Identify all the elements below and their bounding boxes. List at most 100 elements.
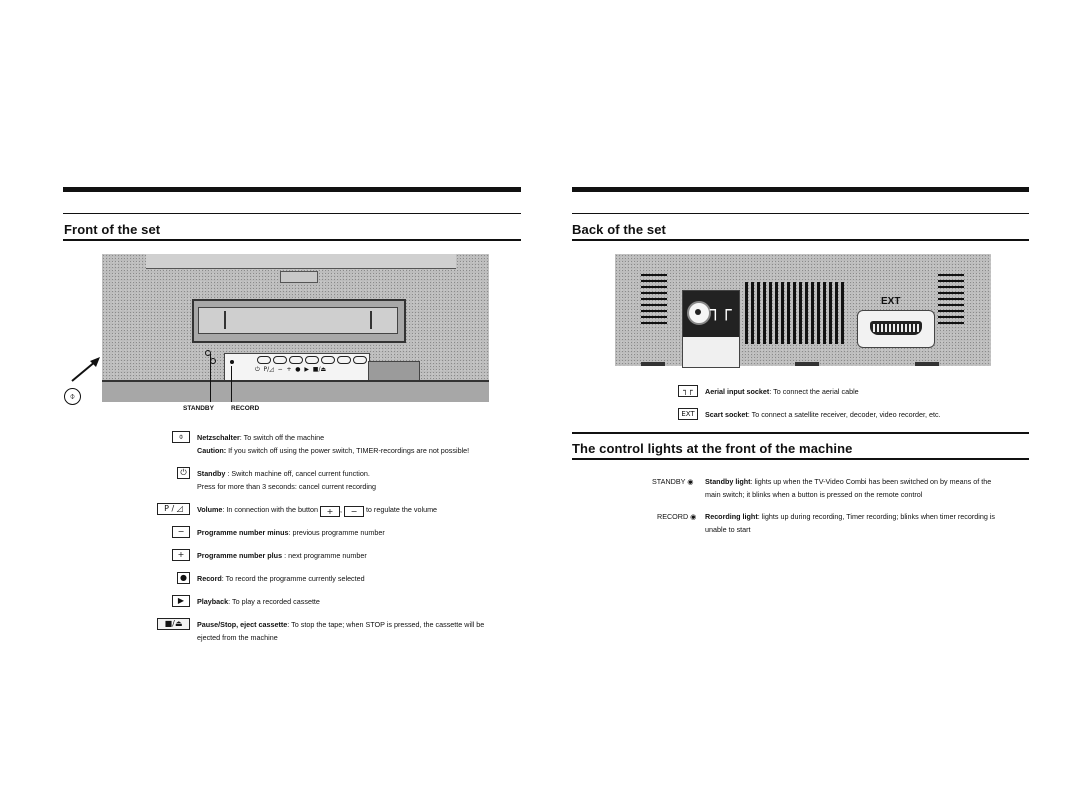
back-foot-1 xyxy=(641,362,665,366)
power-switch-symbol: ⌽ xyxy=(69,391,76,401)
standby-light-row-2: main switch; it blinks when a button is … xyxy=(705,490,923,499)
panel-button-labels: ⏻ P/◿ − + ● ▶ ■/⏏ xyxy=(255,366,327,373)
panel-button-1[interactable] xyxy=(257,356,271,364)
plus-key-icon: + xyxy=(172,549,190,561)
panel-button-5[interactable] xyxy=(321,356,335,364)
netzschalter-label: Netzschalter xyxy=(197,433,240,442)
aerial-panel: ┐┌ xyxy=(682,290,740,368)
prog-plus-label: Programme number plus xyxy=(197,551,283,560)
standby-led xyxy=(205,350,211,356)
lights-heading-rule-bottom xyxy=(572,458,1029,460)
stop-eject-row-2: ejected from the machine xyxy=(197,633,278,642)
front-heading-rule-bottom xyxy=(63,239,521,241)
prog-plus-row: Programme number plus : next programme n… xyxy=(197,550,367,562)
playback-label: Playback xyxy=(197,597,229,606)
stop-eject-text: : To stop the tape; when STOP is pressed… xyxy=(287,620,485,629)
scart-socket-icon[interactable] xyxy=(870,321,922,335)
prog-minus-label: Programme number minus xyxy=(197,528,289,537)
prog-minus-text: : previous programme number xyxy=(288,528,385,537)
aerial-socket-icon[interactable] xyxy=(687,301,711,325)
lights-title: The control lights at the front of the m… xyxy=(572,441,853,456)
scart-pins xyxy=(873,324,919,332)
back-title: Back of the set xyxy=(572,222,666,237)
record-label: RECORD xyxy=(231,405,260,412)
aerial-label: Aerial input socket xyxy=(705,387,770,396)
back-heading-rule-bottom xyxy=(572,239,1029,241)
aerial-row: Aerial input socket: To connect the aeri… xyxy=(705,386,859,398)
scart-panel xyxy=(857,310,935,348)
panel-button-2[interactable] xyxy=(273,356,287,364)
volume-key-icon: P / ◿ xyxy=(157,503,190,515)
volume-text-after: to regulate the volume xyxy=(365,505,438,514)
screen-edge xyxy=(146,254,456,269)
caution-label: Caution: xyxy=(197,446,227,455)
record-row: Record: To record the programme currentl… xyxy=(197,573,365,585)
panel-button-3[interactable] xyxy=(289,356,303,364)
panel-button-7[interactable] xyxy=(353,356,367,364)
scart-text: : To connect a satellite receiver, decod… xyxy=(747,410,941,419)
caution-row: Caution: If you switch off using the pow… xyxy=(197,445,469,457)
cassette-door xyxy=(198,307,398,334)
record-light-row-2: unable to start xyxy=(705,525,751,534)
panel-button-6[interactable] xyxy=(337,356,351,364)
front-side-panel xyxy=(368,361,420,381)
back-foot-2 xyxy=(795,362,819,366)
aerial-socket-core xyxy=(695,309,701,315)
record-key-icon: ● xyxy=(177,572,190,584)
panel-button-row xyxy=(257,356,367,364)
ext-key-icon: EXT xyxy=(678,408,698,420)
stop-eject-row: Pause/Stop, eject cassette: To stop the … xyxy=(197,619,484,631)
record-light-tag: RECORD ◉ xyxy=(657,512,697,521)
front-title: Front of the set xyxy=(64,222,161,237)
scart-row: Scart socket: To connect a satellite rec… xyxy=(705,409,941,421)
stop-eject-key-icon: ■/⏏ xyxy=(157,618,190,630)
standby-light-row: Standby light: lights up when the TV-Vid… xyxy=(705,476,991,488)
record-item-label: Record xyxy=(197,574,222,583)
minus-inline-icon: − xyxy=(343,506,364,517)
back-foot-3 xyxy=(915,362,939,366)
power-switch-arrow-icon xyxy=(71,357,100,382)
panel-button-4[interactable] xyxy=(305,356,319,364)
minus-key-icon: − xyxy=(172,526,190,538)
record-light-row: Recording light: lights up during record… xyxy=(705,511,995,523)
netzschalter-key-icon: ⌽ xyxy=(172,431,190,443)
netzschalter-text: : To switch off the machine xyxy=(239,433,325,442)
front-button-panel: ⏻ P/◿ − + ● ▶ ■/⏏ xyxy=(224,353,370,381)
back-device-image: ┐┌ EXT xyxy=(615,254,991,368)
aerial-key-icon: ┐┌ xyxy=(678,385,698,397)
volume-label: Volume xyxy=(197,505,223,514)
standby-row: Standby : Switch machine off, cancel cur… xyxy=(197,468,370,480)
playback-row: Playback: To play a recorded cassette xyxy=(197,596,320,608)
front-base xyxy=(102,380,489,402)
standby-light-text: : lights up when the TV-Video Combi has … xyxy=(750,477,992,486)
record-light-text: : lights up during recording, Timer reco… xyxy=(757,512,996,521)
prog-plus-text: : next programme number xyxy=(282,551,367,560)
standby-item-text: : Switch machine off, cancel current fun… xyxy=(225,469,370,478)
play-key-icon: ▶ xyxy=(172,595,190,607)
record-item-text: : To record the programme currently sele… xyxy=(221,574,365,583)
playback-text: : To play a recorded cassette xyxy=(228,597,320,606)
aerial-glyph-icon: ┐┌ xyxy=(710,300,732,321)
standby-key-icon: ⏻ xyxy=(177,467,190,479)
aerial-text: : To connect the aerial cable xyxy=(769,387,859,396)
record-pointer-line xyxy=(231,366,232,402)
ext-label: EXT xyxy=(881,296,901,307)
door-guide-right xyxy=(370,311,372,329)
front-heading-rule-top xyxy=(63,213,521,214)
standby-light-tag: STANDBY ◉ xyxy=(652,477,694,486)
standby-row-2: Press for more than 3 seconds: cancel cu… xyxy=(197,482,376,491)
plus-inline-icon: + xyxy=(319,506,340,517)
standby-label: STANDBY xyxy=(183,405,214,412)
door-guide-left xyxy=(224,311,226,329)
power-switch-circle-icon: ⌽ xyxy=(64,388,81,405)
top-rule-left xyxy=(63,187,521,192)
standby-light-label: Standby light xyxy=(705,477,751,486)
panel-indicator-dot xyxy=(230,360,234,364)
volume-row: Volume: In connection with the button +,… xyxy=(197,504,437,517)
cassette-bay xyxy=(192,289,406,343)
top-rule-right xyxy=(572,187,1029,192)
record-led xyxy=(210,358,216,364)
netzschalter-row: Netzschalter: To switch off the machine xyxy=(197,432,324,444)
standby-item-label: Standby xyxy=(197,469,226,478)
stop-eject-label: Pause/Stop, eject cassette xyxy=(197,620,288,629)
